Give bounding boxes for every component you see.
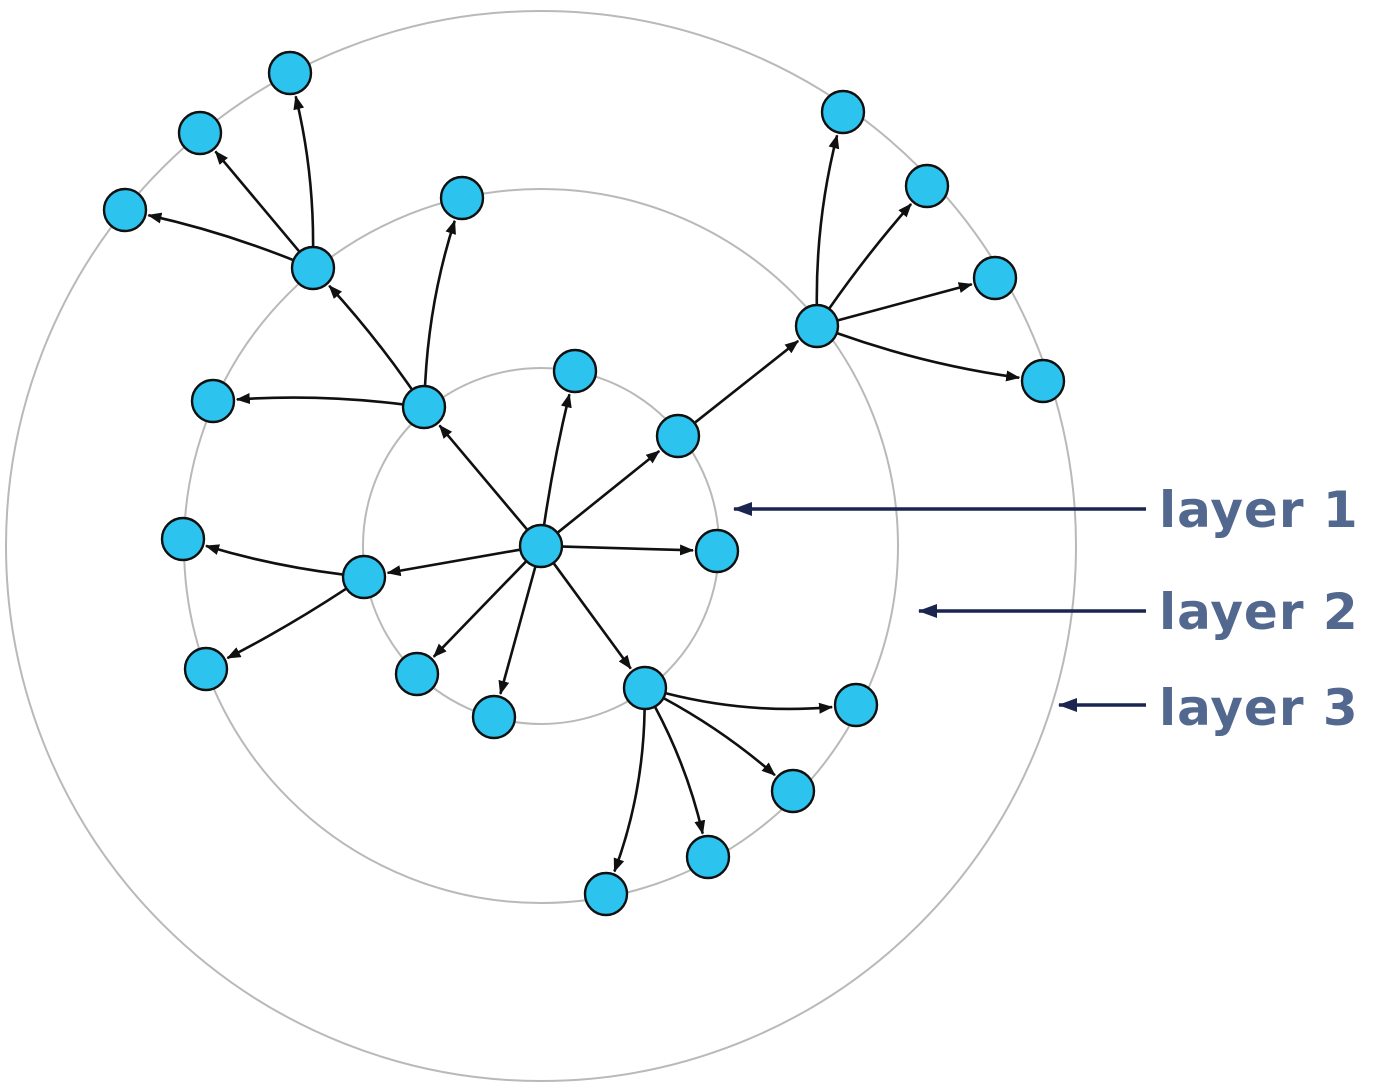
graph-node-n6-layer-1	[394, 651, 440, 697]
layer-3-label: layer 3	[1159, 679, 1359, 737]
graph-node-t5-layer-3	[904, 163, 950, 209]
graph-edge-n4-m8	[663, 697, 776, 777]
graph-node-t6-layer-3	[972, 255, 1018, 301]
graph-node-m1-layer-2	[439, 175, 485, 221]
annotation-arrows	[733, 502, 1146, 712]
graph-node-n4-layer-1	[622, 665, 668, 711]
graph-edge-c-n1	[542, 393, 572, 525]
graph-node-n1-layer-1	[552, 348, 598, 394]
graph-edge-c-n4	[552, 562, 632, 670]
graph-nodes	[102, 50, 1066, 917]
graph-node-m4-layer-2	[160, 516, 206, 562]
graph-edge-n2-m6	[694, 339, 800, 424]
graph-edge-n8-m2	[328, 284, 413, 390]
graph-node-n7-layer-1	[341, 554, 387, 600]
layer-ring-3	[5, 10, 1077, 1082]
graph-node-n2-layer-1	[655, 413, 701, 459]
graph-edge-n8-m1	[423, 219, 456, 386]
graph-node-n5-layer-1	[471, 694, 517, 740]
graph-edge-n7-m5	[226, 588, 347, 660]
graph-edge-c-n3	[562, 544, 694, 556]
graph-edge-n4-m10	[613, 709, 646, 873]
graph-node-t3-layer-3	[102, 187, 148, 233]
graph-node-n3-layer-1	[694, 528, 740, 574]
graph-edge-n8-m3	[235, 393, 403, 406]
graph-edge-m2-t2	[214, 150, 300, 252]
graph-node-m10-layer-2	[583, 871, 629, 917]
graph-node-t2-layer-3	[177, 110, 223, 156]
graph-edge-c-n8	[438, 424, 528, 531]
graph-edge-c-n5	[498, 566, 537, 695]
graph-edge-m6-t5	[828, 203, 913, 309]
graph-edges	[147, 95, 1021, 873]
graph-node-n8-layer-1	[401, 384, 447, 430]
graph-node-t1-layer-3	[267, 50, 313, 96]
graph-node-c-layer-0	[518, 523, 564, 569]
graph-node-m9-layer-2	[685, 834, 731, 880]
graph-node-t7-layer-3	[1020, 358, 1066, 404]
layer-2-label: layer 2	[1159, 583, 1359, 641]
graph-node-m7-layer-2	[833, 682, 879, 728]
graph-edge-c-n7	[386, 548, 520, 577]
graph-node-t4-layer-3	[820, 89, 866, 135]
graph-edge-c-n6	[432, 560, 527, 658]
graph-edge-m2-t1	[293, 95, 315, 247]
graph-edge-m6-t4	[815, 134, 840, 305]
graph-edge-n4-m7	[665, 692, 834, 714]
graph-edge-m6-t7	[837, 332, 1021, 382]
graph-node-m3-layer-2	[190, 378, 236, 424]
layer-1-label: layer 1	[1159, 481, 1359, 539]
graph-edge-n4-m9	[654, 706, 706, 835]
graph-edge-m2-t3	[147, 212, 294, 262]
graph-edge-m6-t6	[837, 282, 973, 322]
graph-node-m2-layer-2	[290, 245, 336, 291]
graph-edge-c-n2	[557, 449, 661, 534]
graph-edge-n7-m4	[205, 544, 343, 576]
graph-node-m6-layer-2	[794, 303, 840, 349]
graph-node-m8-layer-2	[770, 768, 816, 814]
graph-node-m5-layer-2	[183, 646, 229, 692]
